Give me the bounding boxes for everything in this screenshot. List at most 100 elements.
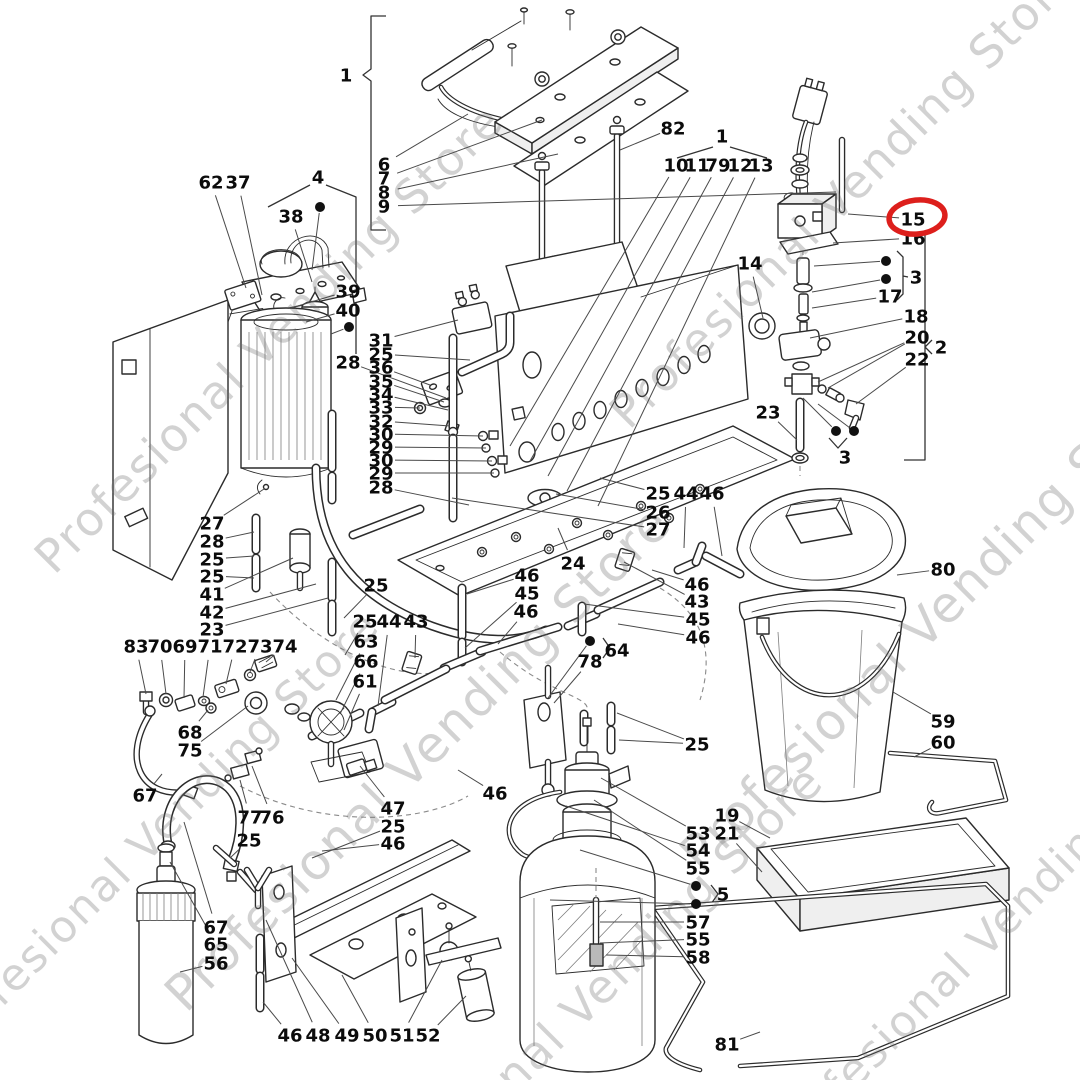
- leader-line: [225, 597, 329, 626]
- part-label: 68: [177, 723, 202, 744]
- bullet-dot: [344, 322, 354, 332]
- tube-inner: [477, 624, 561, 654]
- part-label: 61: [352, 672, 377, 693]
- leader-line: [343, 594, 367, 619]
- part-label: 37: [225, 173, 250, 194]
- tube-inner: [459, 313, 513, 375]
- leader-line: [393, 371, 431, 386]
- leader-line: [600, 777, 687, 827]
- leader-line: [294, 229, 313, 283]
- leader-line: [290, 294, 335, 309]
- leader-line: [394, 446, 487, 449]
- part-label: 47: [380, 799, 405, 820]
- part-label: 56: [203, 954, 228, 975]
- leader-line: [651, 569, 684, 581]
- solenoid-valve-assembly: [777, 77, 846, 335]
- part-label: 28: [368, 478, 393, 499]
- leader-line: [593, 799, 687, 861]
- part-label: 46: [482, 784, 507, 805]
- bullet-dot: [881, 274, 891, 284]
- tube-inner: [760, 632, 901, 697]
- part-label: 7: [378, 169, 391, 190]
- leader-line: [457, 769, 484, 787]
- part-label: 49: [334, 1026, 359, 1047]
- part-label: 51: [389, 1026, 414, 1047]
- part-label: 57: [685, 913, 710, 934]
- part-label: 23: [755, 403, 780, 424]
- leader-line: [599, 477, 645, 490]
- part-label: 45: [514, 584, 539, 605]
- leader-line: [183, 821, 213, 914]
- tube-inner: [214, 846, 236, 866]
- part-label: 43: [403, 612, 428, 633]
- tube-inner: [366, 709, 375, 732]
- mount-brackets: [212, 839, 502, 1022]
- leader-line: [892, 691, 932, 715]
- part-label: 5: [717, 885, 730, 906]
- part-label: 79: [705, 156, 730, 177]
- leader-line: [565, 805, 685, 847]
- leader-line: [557, 527, 568, 551]
- leader-line: [451, 497, 645, 528]
- part-label: 53: [685, 824, 710, 845]
- bullet-dot: [849, 426, 859, 436]
- leader-line: [183, 659, 186, 699]
- part-label: 46: [513, 602, 538, 623]
- leader-line: [414, 634, 417, 659]
- leader-line: [408, 959, 443, 1023]
- leader-line: [153, 773, 163, 785]
- part-label: 76: [259, 808, 284, 829]
- leader-line: [617, 623, 685, 636]
- part-label: 35: [368, 372, 393, 393]
- part-label: 46: [685, 628, 710, 649]
- part-label: 45: [685, 610, 710, 631]
- leader-line: [335, 653, 361, 701]
- part-label: 25: [645, 484, 670, 505]
- leader-line: [497, 621, 518, 645]
- bullet-dot: [691, 881, 701, 891]
- leader-line: [394, 406, 421, 409]
- tube-inner: [693, 543, 705, 565]
- part-label: 11: [684, 156, 709, 177]
- part-label: 21: [714, 824, 739, 845]
- float-tank-assembly: [112, 235, 551, 644]
- leader-line: [616, 712, 685, 740]
- bullet-dot: [691, 899, 701, 909]
- leader-line: [397, 153, 559, 190]
- leader-line: [547, 645, 587, 699]
- part-label: 18: [903, 307, 928, 328]
- part-label: 52: [415, 1026, 440, 1047]
- leader-line: [262, 1001, 282, 1025]
- part-label: 54: [685, 841, 710, 862]
- leader-line: [138, 659, 147, 695]
- leader-line: [811, 297, 877, 309]
- part-label: 46: [684, 575, 709, 596]
- part-label: 77: [237, 808, 262, 829]
- leader-line: [752, 276, 764, 319]
- part-label: 44: [376, 612, 401, 633]
- part-label: 6: [378, 155, 391, 176]
- part-label: 75: [177, 741, 202, 762]
- leader-line: [394, 489, 470, 506]
- part-label: 70: [147, 637, 172, 658]
- leader-line: [599, 939, 685, 944]
- leader-line: [529, 176, 691, 462]
- tube-network: [239, 541, 745, 818]
- leader-line: [161, 659, 167, 695]
- leader-line: [739, 821, 771, 839]
- lower-valve-cluster: [133, 654, 384, 800]
- tube-inner: [350, 506, 423, 538]
- watermark-text: Profesional Vending Store: [24, 94, 514, 584]
- part-label: 25: [368, 345, 393, 366]
- part-label: 1: [716, 127, 729, 148]
- leader-line: [225, 531, 255, 539]
- leader-line: [713, 506, 723, 557]
- part-label: 48: [305, 1026, 330, 1047]
- leader-line: [395, 113, 469, 158]
- part-label: 44: [673, 484, 698, 505]
- leader-line: [229, 849, 240, 859]
- leader-line: [811, 279, 881, 293]
- leader-line: [359, 765, 385, 798]
- leader-line: [509, 176, 670, 447]
- part-label: 58: [685, 948, 710, 969]
